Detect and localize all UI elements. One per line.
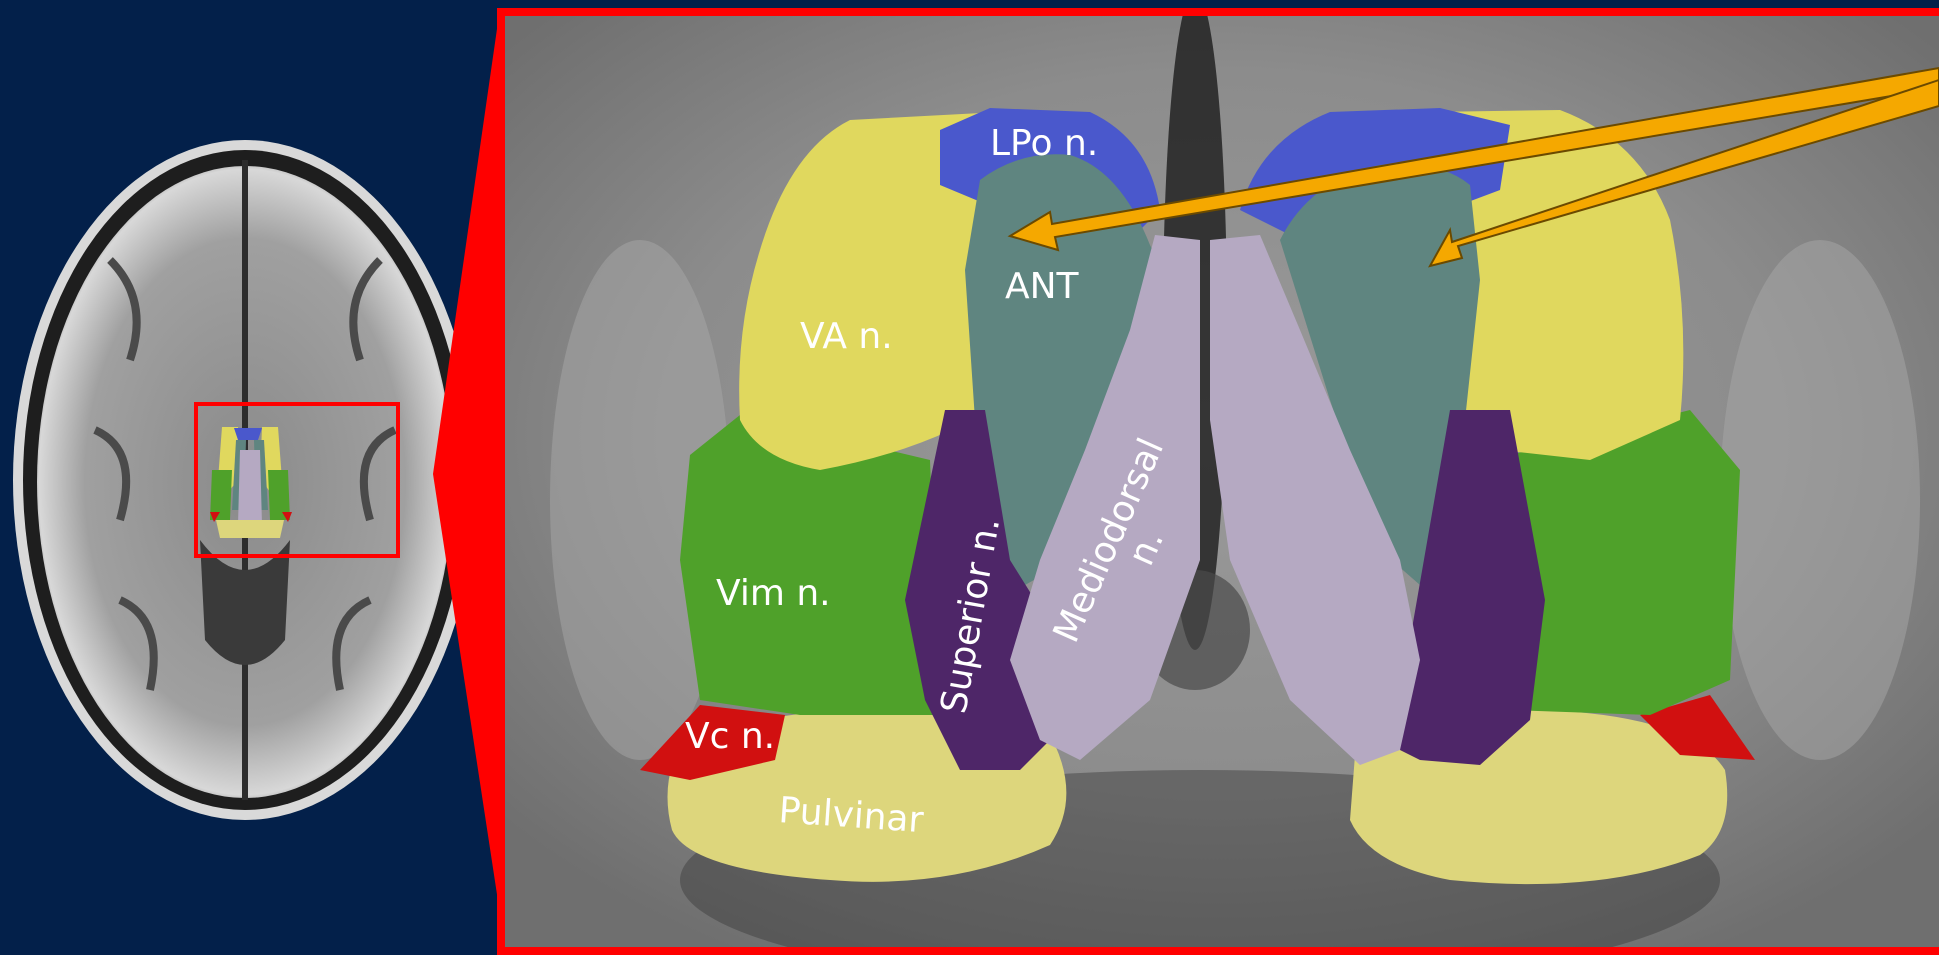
- zoomed-panel: LPo n. ANT VA n. Vim n. Vc n. Pulvinar S…: [497, 0, 1939, 955]
- zoom-connector: [433, 8, 505, 947]
- axial-mri-slice: [13, 140, 477, 820]
- label-ant: ANT: [1005, 266, 1080, 307]
- label-lpo: LPo n.: [990, 123, 1098, 164]
- vim-right: [1510, 410, 1740, 715]
- label-vim: Vim n.: [716, 573, 831, 614]
- label-va: VA n.: [800, 316, 893, 357]
- label-vc: Vc n.: [685, 716, 775, 757]
